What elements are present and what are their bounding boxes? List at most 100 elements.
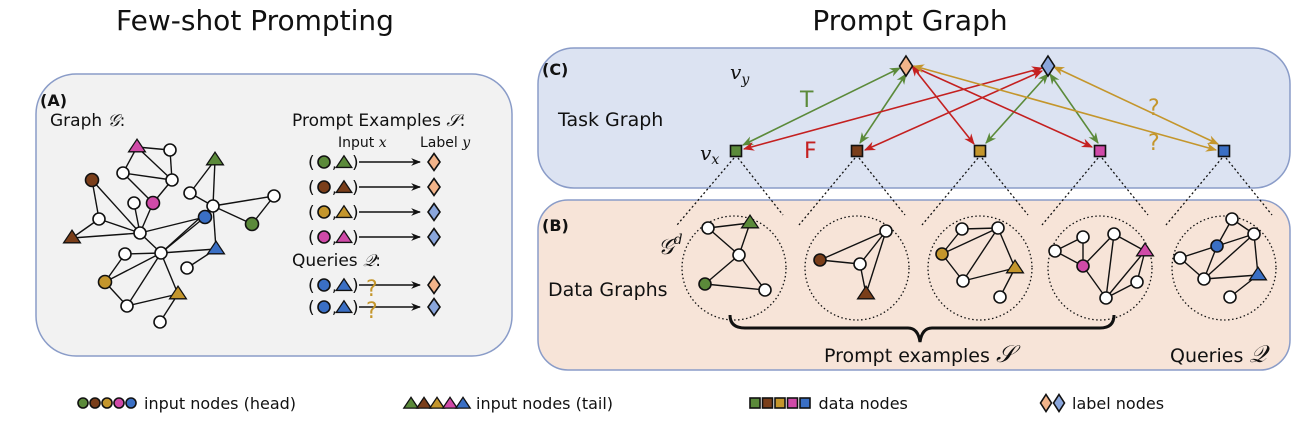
graph-edge: [104, 252, 162, 283]
example-head-circle: [317, 205, 331, 219]
task-graph-label: Task Graph: [557, 109, 663, 131]
data-graph-node: [1197, 272, 1211, 286]
panel-a-tag: (A): [40, 91, 67, 110]
head-node-circle: [698, 277, 712, 291]
example-label-diamond: [427, 275, 441, 295]
left-title: Few-shot Prompting: [116, 4, 394, 37]
zoom-line: [798, 157, 856, 226]
prompt-examples-brace: [728, 314, 1116, 343]
example-tail-triangle: [334, 204, 354, 219]
data-graph-node: [1048, 244, 1062, 258]
legend-triangle-icon: [415, 396, 433, 409]
example-tail-triangle: [334, 154, 354, 169]
paren-close: ): [352, 153, 359, 173]
graph-node: [92, 212, 106, 226]
queries-caption: Queries 𝒬: [1170, 340, 1270, 368]
data-graph-boundary: [681, 215, 787, 321]
legend-circle-icon: [113, 397, 125, 409]
data-graph-node: [758, 283, 772, 297]
data-graph-node: [1173, 251, 1187, 265]
zoom-line: [858, 157, 906, 216]
query-mark-2: ?: [1148, 131, 1160, 156]
tail-node-triangle: [1135, 242, 1155, 257]
data-graph-node: [1099, 291, 1113, 305]
data-graph-boundary: [1171, 215, 1277, 321]
data-graph-edge: [1203, 274, 1259, 280]
example-label-diamond: [427, 177, 441, 197]
tail-node-triangle: [62, 229, 82, 244]
legend-triangle-icon: [441, 396, 459, 409]
tail-node-triangle: [127, 138, 147, 153]
data-graph-node: [1225, 212, 1239, 226]
zoom-line: [737, 157, 784, 216]
legend-circle-icon: [77, 397, 89, 409]
comma: ,: [332, 154, 337, 172]
graph-edge: [98, 218, 141, 234]
data-node-square: [850, 144, 864, 158]
head-node-circle: [1076, 259, 1090, 273]
vx-label: vx: [700, 141, 719, 168]
legend-triangle-icon: [454, 396, 472, 409]
paren-close: ): [352, 228, 359, 248]
legend-text: input nodes (tail): [476, 394, 613, 413]
data-graph-boundary: [1047, 215, 1153, 321]
head-node-circle: [84, 172, 100, 188]
legend-square-icon: [761, 397, 774, 409]
tail-node-triangle: [740, 214, 760, 229]
data-node-square: [973, 144, 987, 158]
input-header: Input x: [338, 135, 387, 151]
graph-node: [183, 186, 197, 200]
data-graph-node: [991, 221, 1005, 235]
prompt-examples-caption: Prompt examples 𝒮: [824, 340, 1021, 368]
head-node-circle: [935, 247, 949, 261]
data-graph-edge: [962, 267, 1016, 282]
head-node-circle: [197, 209, 213, 225]
graph-node: [267, 189, 281, 203]
true-edge-label: T: [799, 88, 814, 113]
zoom-lines: [676, 157, 1273, 226]
legend-triangle-icon: [402, 396, 420, 409]
data-graph-boundary: [804, 215, 910, 321]
queries-list: (,)?(,)?: [308, 275, 441, 324]
data-graph-edge: [1203, 233, 1255, 280]
query-mark: ?: [366, 299, 378, 324]
legend-text: input nodes (head): [144, 394, 296, 413]
example-head-circle: [317, 155, 331, 169]
label-node-diamond: [898, 54, 914, 78]
data-graph-node: [1130, 275, 1144, 289]
false-edge-label: F: [804, 139, 817, 164]
zoom-line: [1165, 157, 1223, 226]
zoom-line: [1041, 157, 1099, 226]
vy-label: vy: [730, 60, 750, 88]
legend-circle-icon: [89, 397, 101, 409]
head-node-circle: [1210, 239, 1224, 253]
data-graphs-label: Data Graphs: [548, 279, 668, 301]
head-node-circle: [244, 216, 260, 232]
graph-node: [118, 247, 132, 261]
right-title: Prompt Graph: [812, 4, 1007, 37]
data-graph-edge: [704, 254, 740, 285]
panel-b-tag: (B): [542, 216, 569, 235]
query-mark-1: ?: [1148, 96, 1160, 121]
example-tail-triangle: [334, 299, 354, 314]
example-head-circle: [317, 180, 331, 194]
data-graph-node: [1223, 290, 1237, 304]
data-graph-edge: [707, 222, 751, 229]
example-head-circle: [317, 230, 331, 244]
data-graph-node: [993, 290, 1007, 304]
example-head-circle: [317, 300, 331, 314]
data-graph-edge: [1105, 250, 1146, 299]
data-graph-edge: [962, 227, 999, 282]
data-graph-edge: [707, 227, 740, 256]
example-tail-triangle: [334, 277, 354, 292]
data-graph-edge: [738, 254, 766, 291]
data-graph-edge: [997, 227, 1016, 269]
head-node-circle: [145, 195, 161, 211]
example-label-diamond: [427, 152, 441, 172]
graph-edge: [91, 179, 141, 234]
data-graph-node: [1107, 227, 1121, 241]
data-graph-edge: [941, 227, 999, 255]
legend-text: label nodes: [1072, 394, 1164, 413]
data-graph-edge: [1105, 233, 1115, 299]
data-graph-edge: [865, 230, 887, 295]
